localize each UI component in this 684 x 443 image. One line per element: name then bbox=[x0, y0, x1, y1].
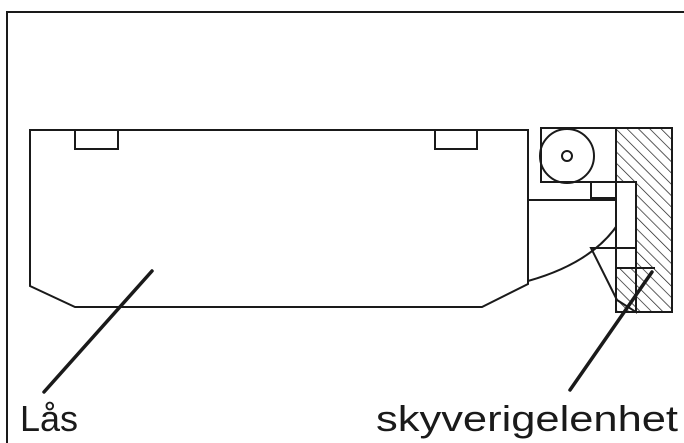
bolt-unit-leader-line bbox=[568, 270, 654, 392]
latch-bolt bbox=[527, 199, 632, 282]
roller-axle bbox=[561, 150, 573, 162]
strike-plate-recess bbox=[615, 181, 637, 269]
lock-leader-line bbox=[42, 269, 154, 394]
lock-tab-right bbox=[434, 129, 478, 150]
bolt-unit-label: skyverigelenhet bbox=[376, 398, 678, 439]
strike-plate-recess-edge bbox=[616, 181, 655, 269]
deadbolt-pin bbox=[589, 247, 637, 314]
roller-wheel bbox=[539, 128, 595, 184]
strike-plate bbox=[615, 127, 673, 313]
lock-body bbox=[29, 129, 529, 308]
lock-tab-left bbox=[74, 129, 119, 150]
lock-label: Lås bbox=[20, 398, 78, 439]
outer-frame bbox=[6, 11, 684, 443]
roller-housing bbox=[540, 127, 617, 183]
